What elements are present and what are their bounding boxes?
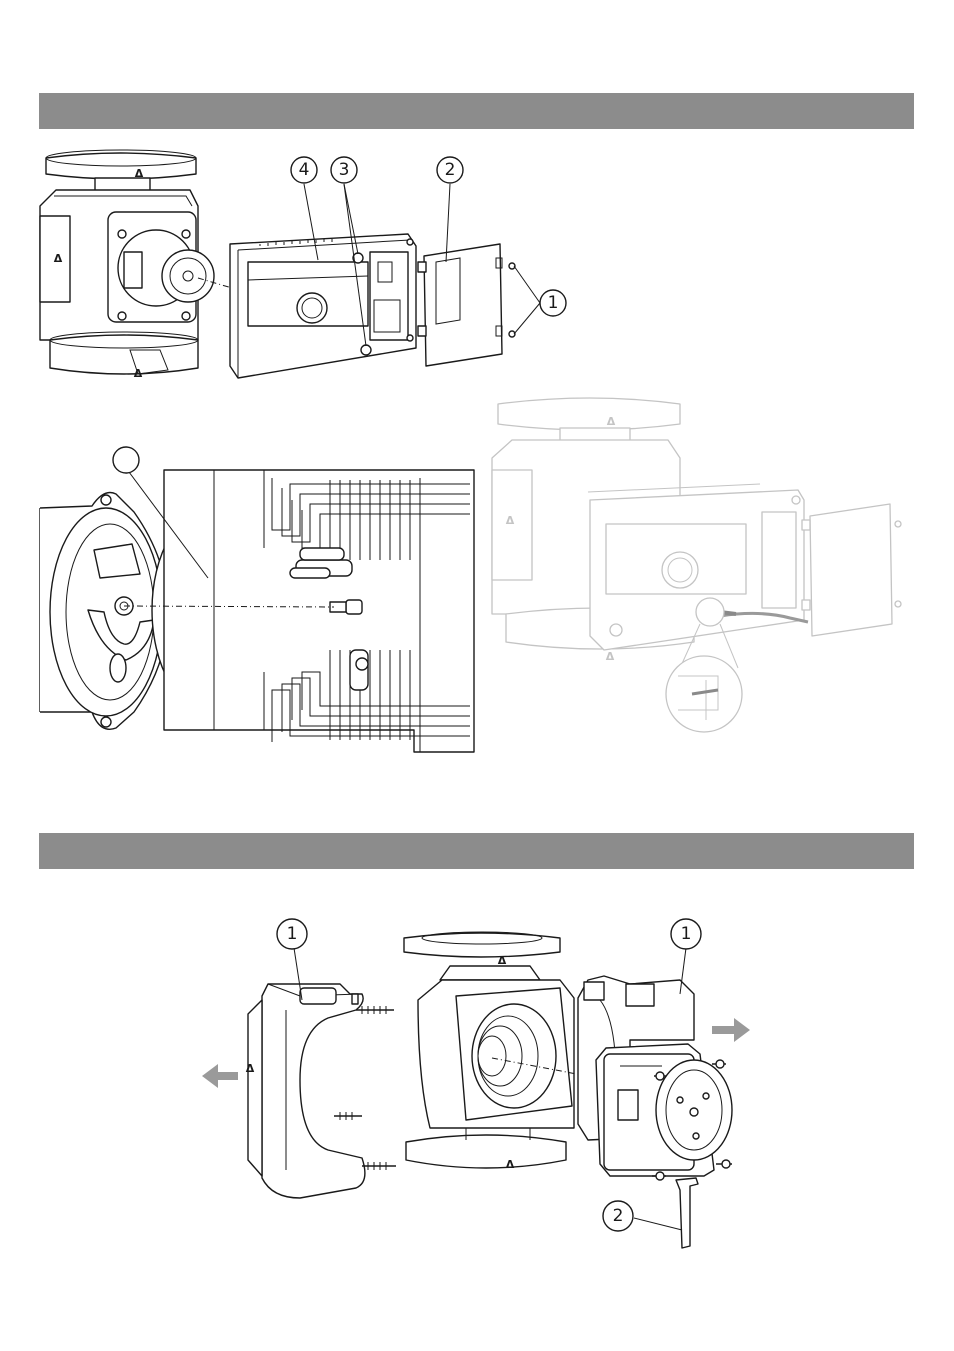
flow-direction-icon: Δ [246, 1062, 255, 1075]
pump-body: Δ Δ [404, 932, 574, 1171]
pump-cable-routing-view: Δ Δ Δ [492, 398, 901, 732]
electronic-module [230, 234, 416, 378]
module-cover [418, 244, 515, 366]
pump-head-assembly: Δ Δ Δ [40, 150, 214, 380]
flow-direction-icon: Δ [506, 1158, 515, 1171]
svg-text:1: 1 [681, 924, 692, 944]
left-housing-half: Δ [246, 984, 396, 1198]
callout-2: 2 [437, 157, 463, 262]
motor-detail-view [40, 470, 474, 752]
pull-left-arrow-icon [202, 1064, 238, 1088]
svg-text:1: 1 [287, 924, 298, 944]
callout-1: 1 [514, 266, 566, 334]
svg-text:1: 1 [548, 293, 559, 313]
flow-direction-icon: Δ [506, 514, 515, 527]
svg-text:4: 4 [299, 160, 310, 180]
flow-direction-icon: Δ [54, 252, 63, 265]
flow-direction-icon: Δ [498, 954, 507, 967]
flow-direction-icon: Δ [606, 650, 615, 663]
flow-direction-icon: Δ [607, 415, 616, 428]
svg-text:3: 3 [339, 160, 350, 180]
hex-key-tool [676, 1178, 698, 1248]
svg-text:2: 2 [445, 160, 456, 180]
pull-right-arrow-icon [712, 1018, 750, 1042]
motor-unit [596, 1044, 732, 1180]
svg-text:2: 2 [613, 1206, 624, 1226]
callout-key-2: 2 [603, 1201, 682, 1231]
flow-direction-icon: Δ [135, 167, 144, 180]
flow-direction-icon: Δ [134, 367, 143, 380]
